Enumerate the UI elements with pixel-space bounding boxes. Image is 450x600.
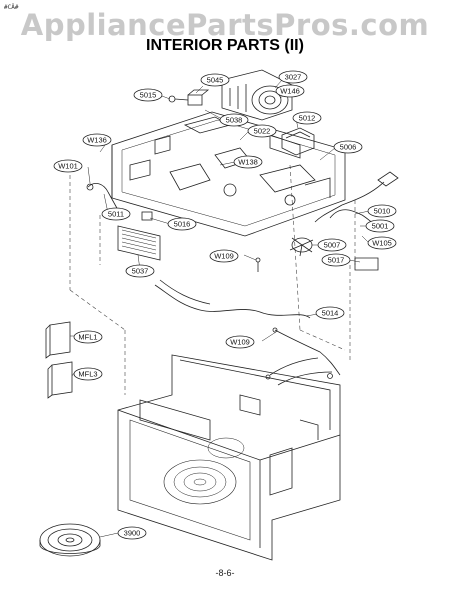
callout-text: 5001 [372,222,389,231]
callout-oval [333,140,363,154]
callout-5007: 5007 [317,238,347,252]
callout-5011: 5011 [101,207,131,221]
power-cord [314,171,399,223]
callout-oval [125,264,155,278]
callout-text: 5014 [322,309,339,318]
callout-w146: W146 [275,84,305,98]
callout-5001: 5001 [365,219,395,233]
callout-w109: W109 [225,335,255,349]
callout-oval [315,306,345,320]
callout-text: W101 [58,162,78,171]
callout-w138: W138 [233,155,263,169]
callout-text: W138 [238,158,258,167]
callout-text: 3027 [285,73,302,82]
page-number: -8-6- [215,568,235,578]
callout-text: W109 [230,338,250,347]
fan-blade [289,237,314,257]
part-5016 [141,211,153,221]
callout-5006: 5006 [333,140,363,154]
corner-tag: #CÄ# [4,4,19,11]
guide-lines [69,164,356,395]
callout-oval [292,111,322,125]
callout-oval [278,70,308,84]
callout-oval [117,526,147,540]
callout-mfl1: MFL1 [73,330,103,344]
callout-text: MFL3 [78,370,97,379]
fan-motor-assembly [221,69,293,121]
callout-text: 5012 [299,114,316,123]
callout-w136: W136 [82,133,112,147]
callout-5038: 5038 [219,113,249,127]
callout-text: 5045 [207,76,224,85]
callout-text: 5010 [374,207,391,216]
callout-text: W105 [372,239,392,248]
callout-oval [219,113,249,127]
callout-oval [133,88,163,102]
grille-5037 [117,225,161,261]
callout-5022: 5022 [247,124,277,138]
part-5012 [281,127,315,156]
callout-text: 5022 [254,127,271,136]
callout-oval [233,155,263,169]
small-bracket-parts [168,89,210,106]
callout-oval [167,217,197,231]
callout-text: 5015 [140,91,157,100]
manual-mfl1 [45,321,71,359]
callout-text: 5006 [340,143,357,152]
callout-oval [365,219,395,233]
callout-oval [275,84,305,98]
callout-text: 5011 [108,210,124,219]
callout-oval [101,207,131,221]
callout-5010: 5010 [367,204,397,218]
callout-w109: W109 [209,249,239,263]
callout-5037: 5037 [125,264,155,278]
left-bracket [86,182,119,211]
callout-oval [73,367,103,381]
callout-oval [73,330,103,344]
callout-5017: 5017 [321,253,351,267]
callout-oval [53,159,83,173]
callout-text: 5007 [324,241,341,250]
callout-oval [321,253,351,267]
callout-w105: W105 [367,236,397,250]
turntable-tray [39,523,101,557]
callout-text: W146 [280,87,300,96]
callout-text: 5038 [226,116,243,125]
callout-5012: 5012 [292,111,322,125]
callout-5016: 5016 [167,217,197,231]
callout-oval [247,124,277,138]
callout-oval [225,335,255,349]
callout-5045: 5045 [200,73,230,87]
manual-mfl3 [47,361,73,399]
callout-5014: 5014 [315,306,345,320]
callout-3900: 3900 [117,526,147,540]
callout-text: 3900 [124,529,141,538]
callout-oval [317,238,347,252]
watermark: AppliancePartsPros.com [20,8,430,42]
callout-3027: 3027 [278,70,308,84]
callout-text: W109 [214,252,234,261]
callout-text: 5037 [132,267,149,276]
screw-w109-upper [255,257,261,272]
callout-text: W136 [87,136,107,145]
callout-text: 5017 [328,256,345,265]
callout-oval [82,133,112,147]
callout-oval [209,249,239,263]
callout-text: MFL1 [78,333,97,342]
top-plate [111,111,346,237]
callout-w101: W101 [53,159,83,173]
callout-text: 5016 [174,220,191,229]
part-5017 [354,257,379,271]
oven-cavity [117,354,341,561]
callout-oval [367,204,397,218]
callout-5015: 5015 [133,88,163,102]
wire-harness-5014 [154,279,341,386]
callout-mfl3: MFL3 [73,367,103,381]
callout-oval [200,73,230,87]
page-title: INTERIOR PARTS (II) [146,37,304,54]
callout-oval [367,236,397,250]
